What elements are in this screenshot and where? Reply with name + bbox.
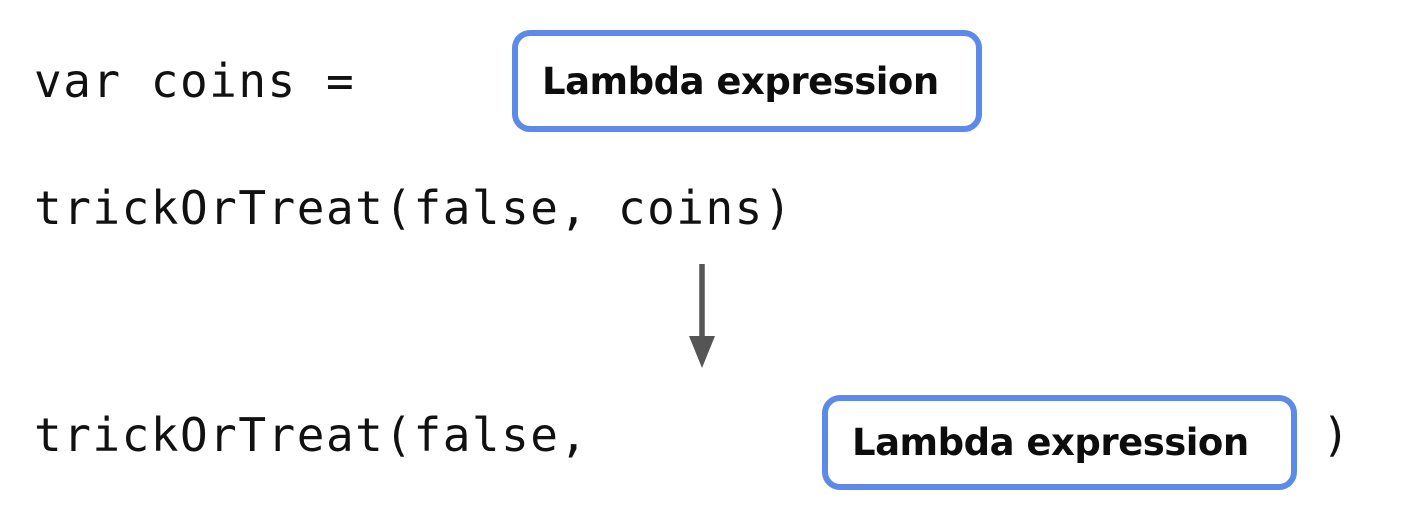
arrow-head: [689, 336, 715, 368]
lambda-expression-pill-after[interactable]: Lambda expression: [822, 395, 1297, 490]
lambda-expression-pill-before[interactable]: Lambda expression: [512, 30, 982, 132]
lambda-expression-pill-after-label: Lambda expression: [852, 421, 1249, 464]
arrow-down-icon-svg: [689, 264, 715, 368]
code-line-trickortreat-coins: trickOrTreat(false, coins): [34, 181, 794, 235]
code-closing-paren: ): [1322, 408, 1352, 462]
code-line-var-coins: var coins =: [34, 54, 385, 108]
arrow-down-icon: [660, 258, 744, 376]
code-line-trickortreat-inlined: trickOrTreat(false,: [34, 408, 618, 462]
lambda-expression-pill-before-label: Lambda expression: [542, 59, 939, 103]
